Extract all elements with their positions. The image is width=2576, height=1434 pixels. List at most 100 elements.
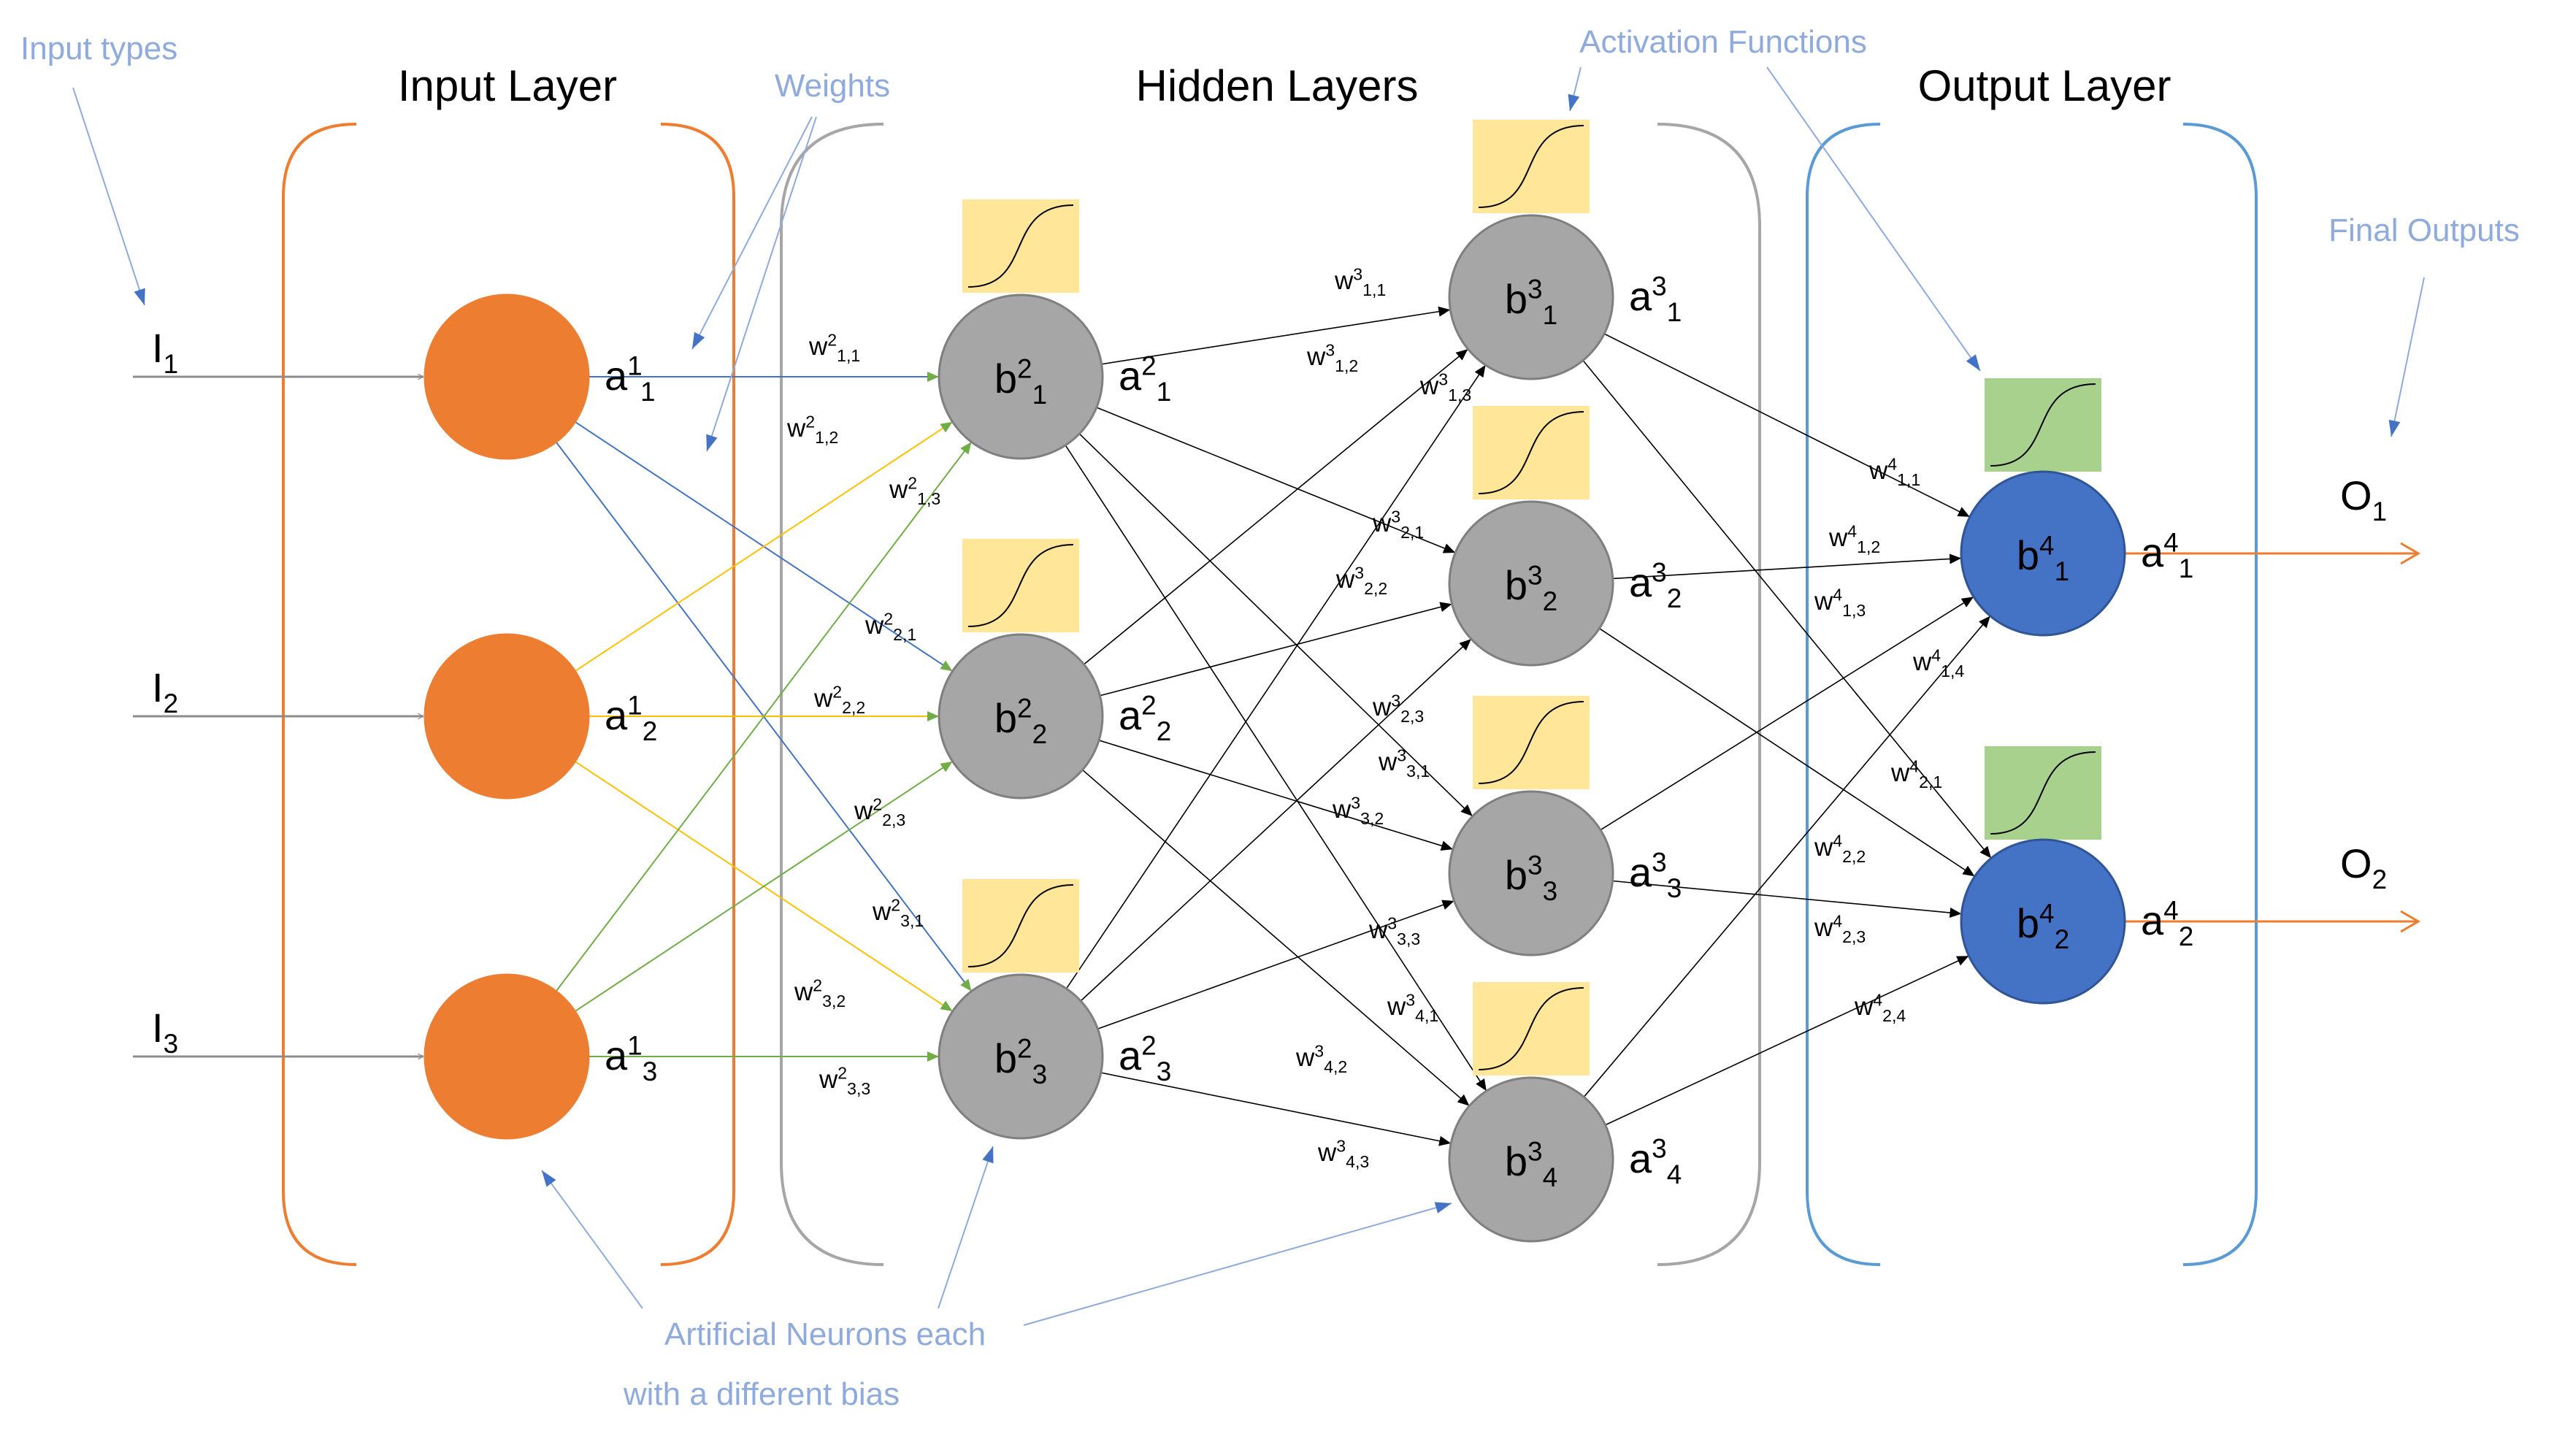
edge-l2-n3-to-l3-n1-arrowhead	[1474, 364, 1486, 378]
input-types-callout: Input types	[20, 31, 177, 66]
output-arrow-2-head	[2400, 910, 2420, 933]
input-label-3: I3	[152, 1005, 178, 1059]
weight-label-layer4-7: w42,3	[1814, 911, 1866, 946]
bias-label-hidden2-3: b33	[1505, 851, 1557, 906]
edge-l2-n3-to-l3-n2-arrowhead	[1459, 639, 1471, 651]
weight-label-layer3-2: w31,2	[1306, 340, 1358, 375]
edge-l1-n2-to-l2-n1	[574, 421, 954, 672]
weight-label-layer2-5: w22,2	[813, 682, 865, 717]
bias-label-output-1: b41	[2017, 531, 2069, 586]
callout-arrow-neurons-2	[938, 1146, 994, 1309]
activation-function-l4-n2-box	[1985, 746, 2101, 840]
activation-function-l2-n3-box	[962, 879, 1079, 973]
edge-l3-n4-to-l4-n1	[1583, 616, 1991, 1097]
activation-function-l2-n3	[962, 879, 1079, 973]
edge-l2-n1-to-l3-n2-arrowhead	[1442, 543, 1456, 553]
weight-label-layer4-5: w42,1	[1890, 756, 1942, 791]
activation-function-l4-n2	[1985, 746, 2101, 840]
weight-label-layer3-6: w32,3	[1372, 691, 1424, 726]
edge-l3-n4-to-l4-n2	[1605, 955, 1969, 1126]
callout-arrow-final-outputs-head	[2388, 419, 2401, 437]
activation-function-l3-n4-sigmoid-curve	[1478, 987, 1584, 1070]
output-layer-title: Output Layer	[1918, 61, 2171, 110]
edge-l2-n2-to-l3-n1	[1084, 348, 1468, 665]
activation-label-hidden2-1: a31	[1629, 272, 1682, 327]
weights-callout: Weights	[775, 68, 890, 104]
output-layer-bracket	[1806, 123, 2258, 1266]
bias-label-hidden1-1: b21	[994, 354, 1047, 410]
callout-arrow-weights-2	[706, 116, 817, 452]
callout-arrow-activation-1-head	[1568, 93, 1580, 111]
edge-l1-n1-to-l2-n2-arrowhead	[940, 660, 953, 672]
activation-function-l3-n4	[1473, 982, 1590, 1076]
edge-l2-n1-to-l3-n1	[1101, 309, 1451, 365]
edge-l1-n1-to-l2-n3-arrowhead	[960, 978, 972, 992]
activation-function-l3-n1-sigmoid-curve	[1478, 125, 1584, 208]
edge-l1-n2-to-l2-n1-arrowhead	[940, 421, 953, 433]
weight-label-layer3-1: w31,1	[1334, 264, 1386, 299]
edge-l3-n3-to-l4-n1-arrowhead	[1960, 597, 1974, 607]
weight-label-layer3-4: w32,1	[1372, 507, 1424, 542]
edge-l3-n2-to-l4-n2	[1599, 628, 1975, 877]
edge-l3-n4-to-l4-n2-arrowhead	[1955, 956, 1969, 966]
weight-label-layer3-11: w34,2	[1295, 1041, 1347, 1076]
input-label-1: I1	[152, 325, 178, 379]
weight-label-layer3-12: w34,3	[1317, 1136, 1369, 1171]
activation-label-hidden1-1: a21	[1119, 351, 1171, 407]
weight-label-layer4-1: w41,1	[1868, 454, 1920, 489]
weight-label-layer2-4: w22,1	[865, 609, 916, 644]
edge-l1-n3-to-l2-n1	[555, 441, 973, 992]
final-outputs-callout: Final Outputs	[2328, 212, 2520, 248]
weight-label-layer4-4: w41,4	[1912, 645, 1964, 680]
callout-arrow-neurons-2-head	[982, 1146, 994, 1164]
bias-label-hidden1-3: b23	[994, 1034, 1047, 1089]
edge-l1-n1-to-l2-n1-arrowhead	[927, 372, 939, 382]
edge-l3-n4-to-l4-n1-arrowhead	[1979, 616, 1990, 629]
activation-function-l4-n1-box	[1985, 378, 2101, 472]
activation-function-l3-n2	[1473, 406, 1590, 499]
callout-arrow-final-outputs	[2391, 277, 2425, 437]
weight-label-layer3-8: w33,2	[1332, 793, 1384, 828]
edge-l1-n3-to-l2-n2	[574, 760, 954, 1013]
weight-label-layer2-1: w21,1	[808, 330, 860, 365]
weight-label-layer4-8: w42,4	[1854, 990, 1906, 1025]
activation-function-l2-n2-sigmoid-curve	[967, 544, 1074, 627]
edge-l1-n2-to-l2-n3-arrowhead	[940, 1000, 953, 1012]
activation-function-l3-n4-box	[1473, 982, 1590, 1076]
callout-arrow-neurons-3-head	[1434, 1202, 1452, 1213]
artificial-neurons-callout-line1: Artificial Neurons each	[664, 1316, 986, 1352]
neuron-hidden1-1	[938, 294, 1104, 460]
edge-l2-n3-to-l3-n1	[1065, 364, 1487, 989]
activation-function-l3-n3-sigmoid-curve	[1478, 701, 1584, 784]
callout-arrow-neurons-3	[1023, 1203, 1452, 1326]
weight-label-layer4-2: w41,2	[1828, 521, 1880, 556]
weight-label-layer3-9: w33,3	[1368, 913, 1420, 948]
edge-l2-n2-to-l3-n2-arrowhead	[1439, 602, 1452, 613]
neuron-hidden2-3	[1448, 790, 1614, 956]
activation-function-l4-n1	[1985, 378, 2101, 472]
activation-label-hidden2-2: a32	[1629, 558, 1682, 613]
weight-label-layer2-6: w22,3	[854, 794, 905, 829]
activation-function-l4-n2-sigmoid-curve	[1990, 751, 2096, 835]
edge-l2-n1-to-l3-n3-arrowhead	[1460, 804, 1473, 816]
activation-function-l2-n1	[962, 199, 1079, 293]
weight-label-layer3-3: w31,3	[1419, 369, 1471, 404]
edge-l1-n3-to-l2-n2-arrowhead	[940, 761, 953, 772]
edge-l3-n2-to-l4-n1-arrowhead	[1949, 553, 1962, 564]
activation-label-hidden1-2: a22	[1119, 691, 1171, 746]
callout-arrow-weights-2-head	[706, 434, 718, 451]
bias-label-output-2: b42	[2017, 899, 2069, 954]
edge-l3-n3-to-l4-n2-arrowhead	[1949, 908, 1962, 918]
neuron-hidden2-1	[1448, 214, 1614, 380]
edge-l2-n3-to-l3-n3	[1097, 900, 1454, 1030]
activation-label-input-3: a13	[605, 1031, 657, 1086]
callout-arrow-weights-1-head	[692, 331, 705, 349]
callout-arrow-weights-1	[691, 116, 813, 350]
bias-label-hidden2-4: b34	[1505, 1137, 1557, 1192]
edge-l2-n1-to-l3-n2	[1096, 407, 1456, 553]
neuron-input-3	[423, 973, 590, 1140]
neuron-hidden1-3	[938, 973, 1104, 1140]
hidden-layers-title: Hidden Layers	[1136, 61, 1419, 110]
weight-label-layer2-2: w21,2	[786, 412, 838, 447]
activation-label-output-2: a42	[2141, 896, 2193, 951]
